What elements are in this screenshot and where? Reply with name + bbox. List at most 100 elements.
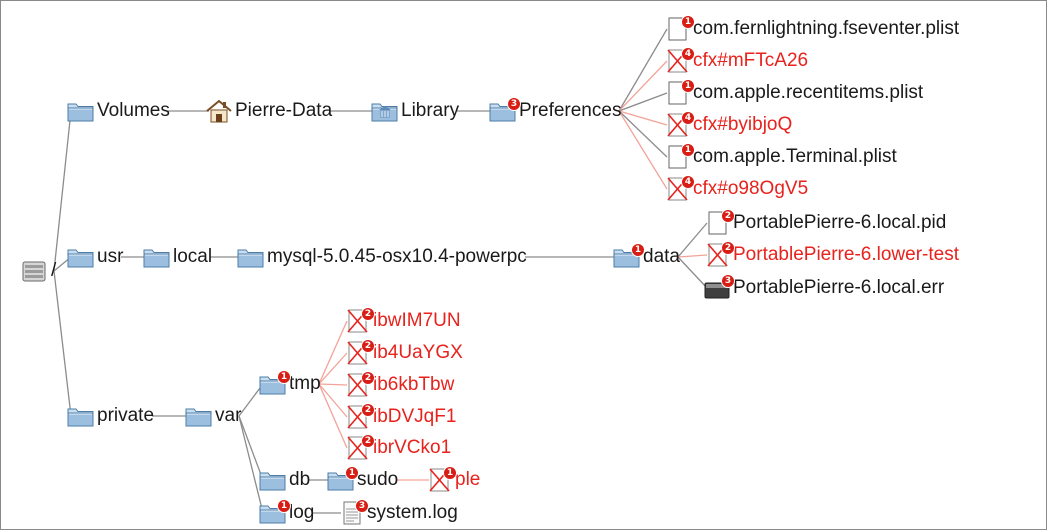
edge-var-tmp xyxy=(238,383,264,417)
count-badge: 1 xyxy=(681,143,695,157)
count-badge: 2 xyxy=(361,434,375,448)
node-volumes[interactable]: Volumes xyxy=(67,99,170,123)
node-var[interactable]: var xyxy=(185,404,241,428)
count-badge: 3 xyxy=(507,97,521,111)
node-root[interactable]: / xyxy=(21,259,56,283)
file-icon: 1 xyxy=(663,143,695,169)
node-label: ibwIM7UN xyxy=(373,310,461,331)
folder-icon: 1 xyxy=(259,370,291,396)
edge-preferences-terminal xyxy=(618,110,668,158)
file-icon: 1 xyxy=(663,15,695,41)
node-label: var xyxy=(215,405,242,426)
node-label: Preferences xyxy=(519,100,622,121)
node-label: PortablePierre-6.local.err xyxy=(733,277,945,298)
folder-icon xyxy=(67,245,95,269)
node-label: ibDVJqF1 xyxy=(373,406,457,427)
library-folder-icon xyxy=(371,99,399,123)
edge-tmp-t5 xyxy=(318,383,348,449)
node-label: PortablePierre-6.lower-test xyxy=(733,244,959,265)
edge-data-pid xyxy=(677,222,708,258)
edge-preferences-cfx-3 xyxy=(618,110,668,190)
count-badge: 3 xyxy=(721,274,735,288)
folder-icon xyxy=(67,99,95,123)
folder-icon xyxy=(143,245,171,269)
node-label: usr xyxy=(97,246,124,267)
count-badge: 1 xyxy=(443,466,457,480)
home-icon xyxy=(205,99,233,123)
folder-icon xyxy=(185,404,213,428)
deleted-file-icon: 2 xyxy=(343,307,375,333)
folder-icon xyxy=(67,404,95,428)
node-label: Volumes xyxy=(97,100,170,121)
node-label: log xyxy=(289,502,315,523)
count-badge: 2 xyxy=(361,339,375,353)
folder-icon: 1 xyxy=(613,243,645,269)
count-badge: 1 xyxy=(345,466,359,480)
count-badge: 2 xyxy=(361,371,375,385)
node-usr[interactable]: usr xyxy=(67,245,123,269)
node-label: tmp xyxy=(289,373,321,394)
count-badge: 1 xyxy=(277,499,291,513)
node-label: com.fernlightning.fseventer.plist xyxy=(693,18,960,39)
edge-root-private xyxy=(53,270,72,417)
count-badge: 1 xyxy=(681,79,695,93)
node-label: sudo xyxy=(357,469,399,490)
count-badge: 2 xyxy=(721,209,735,223)
deleted-file-icon: 2 xyxy=(703,241,735,267)
edge-preferences-fseventer xyxy=(618,28,668,112)
folder-icon: 3 xyxy=(489,97,521,123)
edge-data-err xyxy=(677,256,708,289)
node-private[interactable]: private xyxy=(67,404,154,428)
node-local[interactable]: local xyxy=(143,245,212,269)
terminal-file-icon: 3 xyxy=(703,274,735,300)
edge-tmp-t4 xyxy=(318,383,348,418)
node-db[interactable]: db xyxy=(259,468,310,492)
folder-icon: 1 xyxy=(259,499,291,525)
edge-data-lowertest xyxy=(677,254,708,258)
node-pierre-data[interactable]: Pierre-Data xyxy=(205,99,332,123)
node-mysql[interactable]: mysql-5.0.45-osx10.4-powerpc xyxy=(237,245,527,269)
node-label: Pierre-Data xyxy=(235,100,333,121)
count-badge: 2 xyxy=(361,307,375,321)
node-label: ple xyxy=(455,469,481,490)
edge-preferences-cfx-1 xyxy=(618,60,668,112)
node-label: / xyxy=(51,260,57,281)
deleted-file-icon: 4 xyxy=(663,47,695,73)
node-library[interactable]: Library xyxy=(371,99,459,123)
count-badge: 2 xyxy=(721,241,735,255)
node-label: private xyxy=(97,405,155,426)
deleted-file-icon: 2 xyxy=(343,339,375,365)
disk-icon xyxy=(21,259,49,283)
count-badge: 4 xyxy=(681,175,695,189)
node-label: db xyxy=(289,469,311,490)
node-label: mysql-5.0.45-osx10.4-powerpc xyxy=(267,246,527,267)
edge-var-db xyxy=(238,415,264,481)
edge-preferences-recentitems xyxy=(618,92,668,112)
deleted-file-icon: 2 xyxy=(343,403,375,429)
folder-icon xyxy=(259,468,287,492)
node-label: data xyxy=(643,246,680,267)
deleted-file-icon: 1 xyxy=(425,466,457,492)
